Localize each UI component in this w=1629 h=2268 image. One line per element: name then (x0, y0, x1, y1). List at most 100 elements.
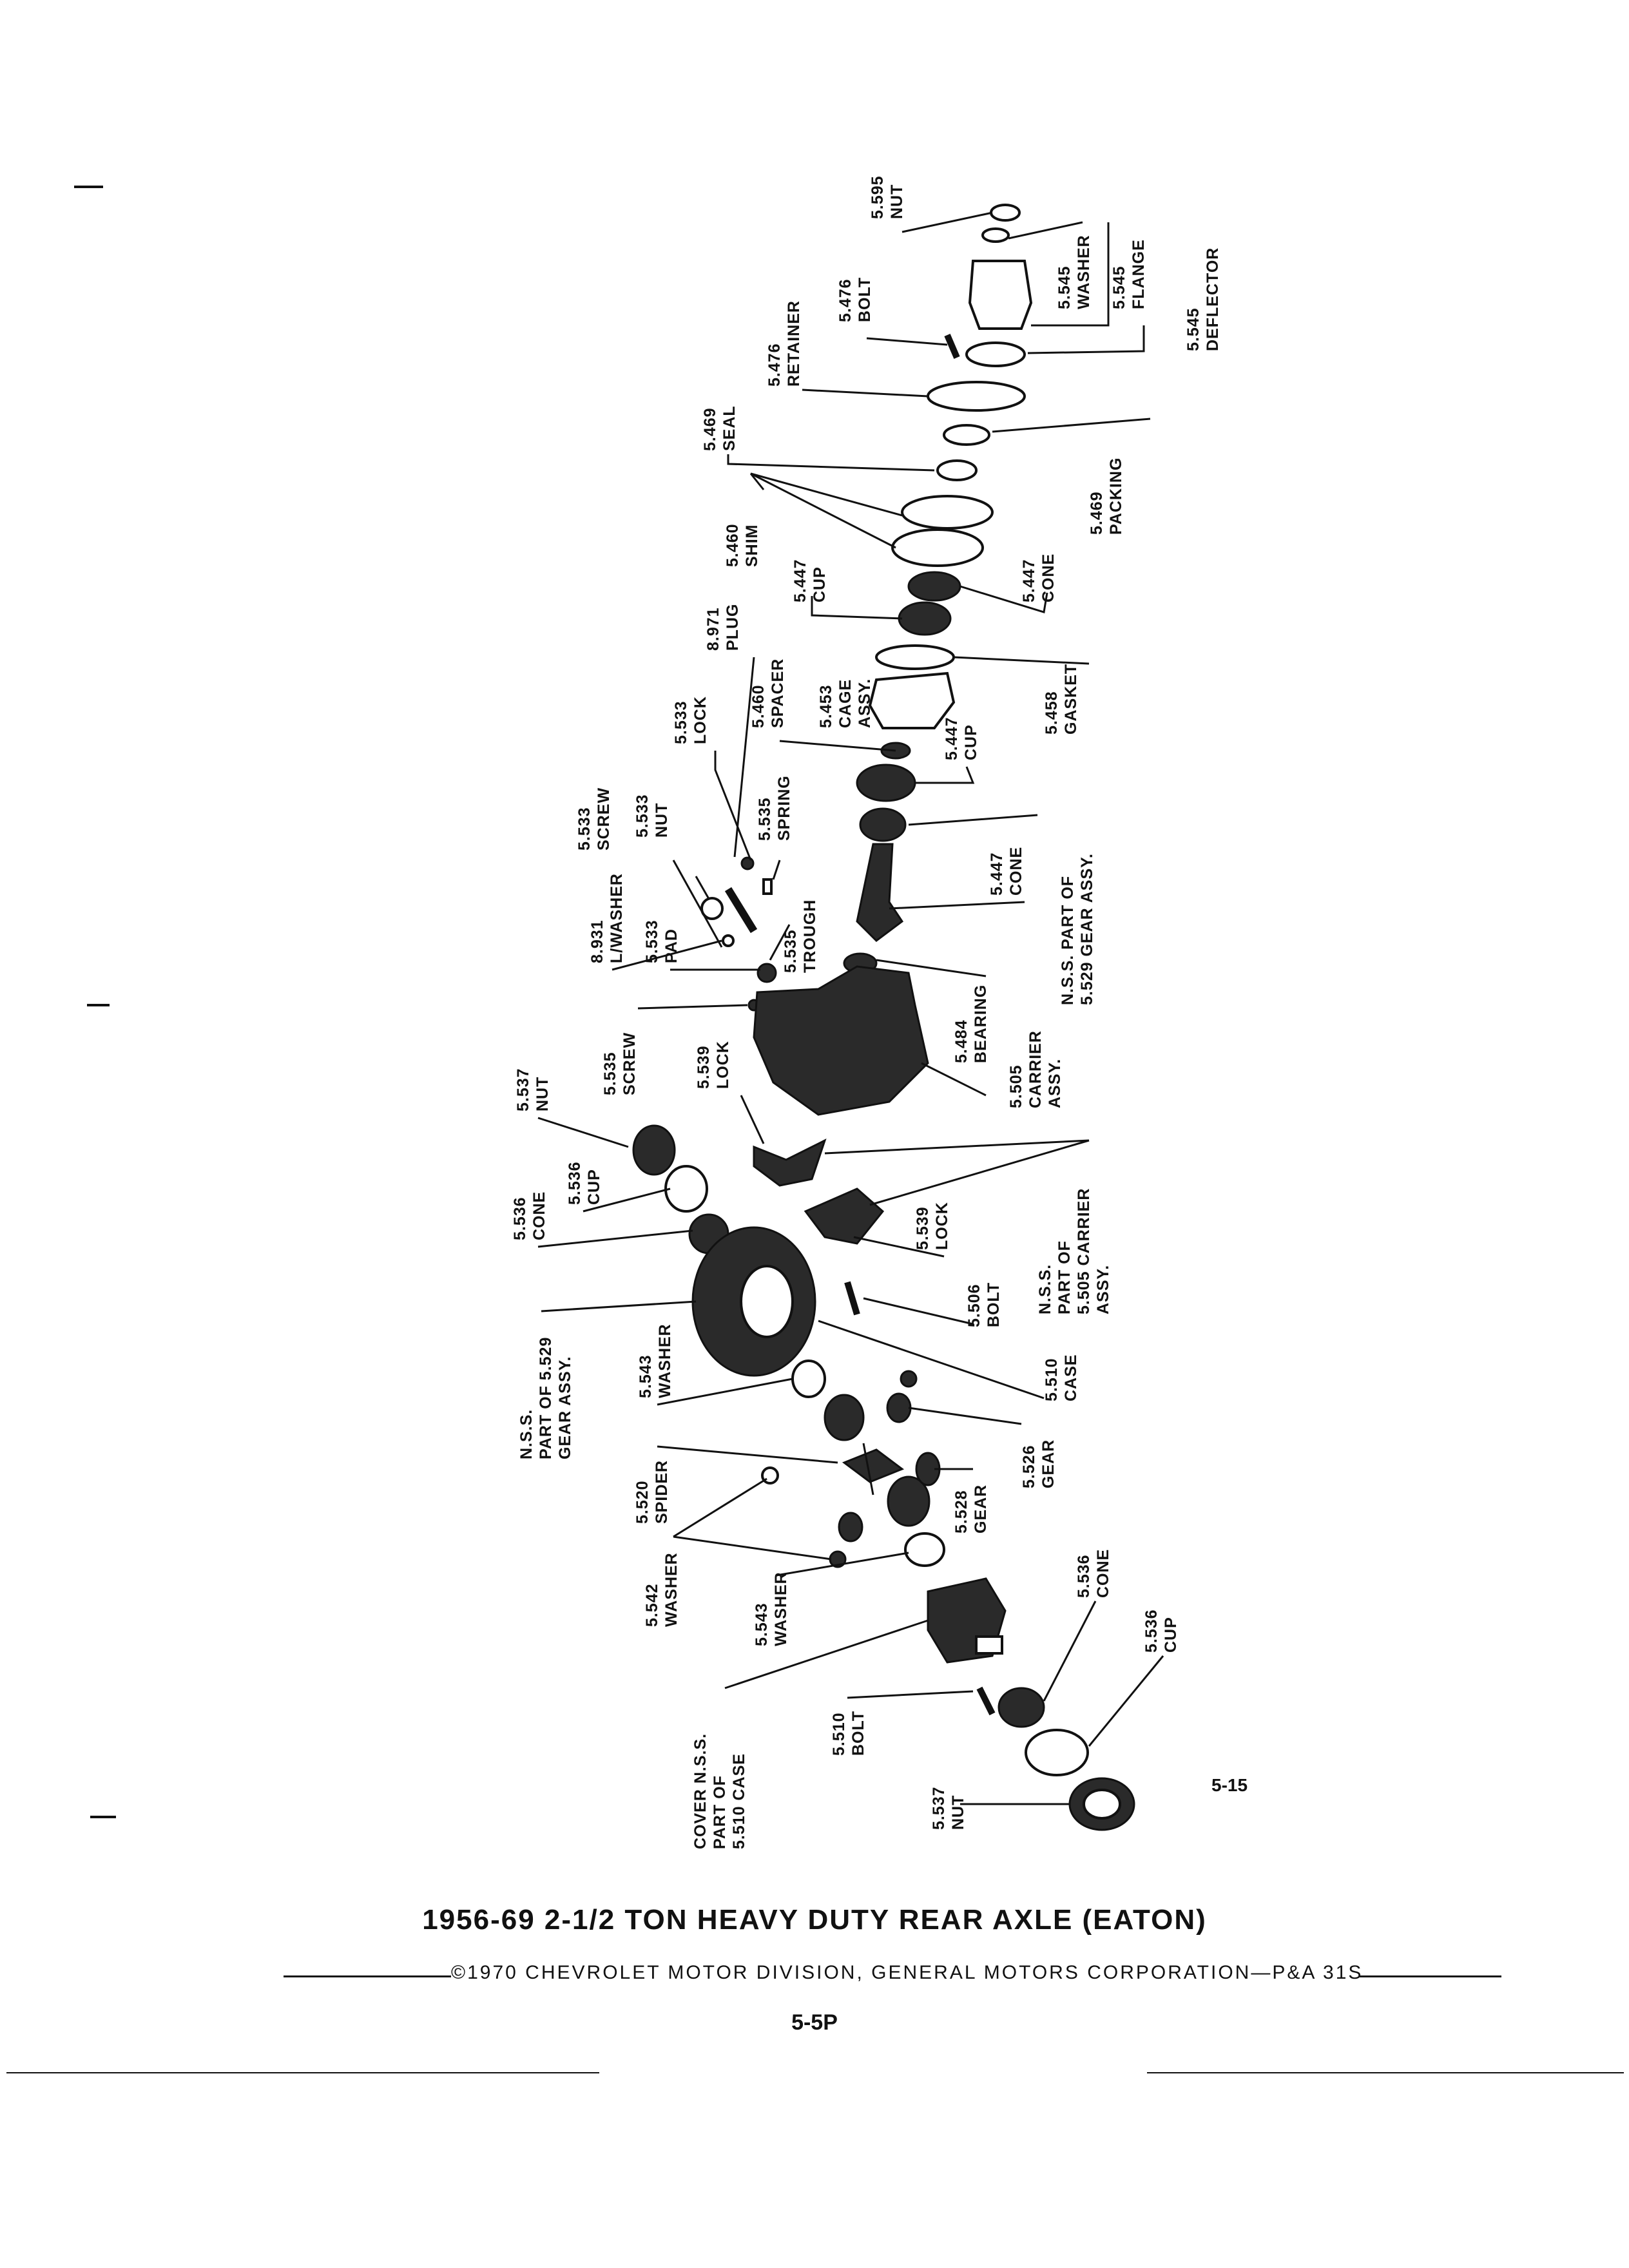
label-washer-5542: 5.542WASHER (643, 1552, 680, 1627)
lock-5539-part-a (753, 1139, 827, 1187)
case-cover-hub (975, 1635, 1003, 1655)
differential-assembly (632, 1124, 1135, 1831)
cone-5447-part-b (859, 807, 907, 842)
label-gasket-5458: 5.458GASKET (1043, 664, 1080, 735)
bottom-rule-left (6, 2072, 599, 2073)
label-case-5510: 5.510CASE (1043, 1354, 1080, 1401)
label-screw-5535: 5.535SCREW (601, 1032, 639, 1095)
nut-5595-part (990, 204, 1021, 222)
bottom-rule-right (1147, 2072, 1624, 2073)
nut-5537-part-a (632, 1124, 676, 1176)
figure-number: 5-15 (1211, 1775, 1248, 1795)
label-retainer-5476: 5.476RETAINER (766, 300, 803, 387)
label-nut-5595: 5.595NUT (869, 175, 906, 219)
screw-5533-part (724, 887, 758, 934)
gear-5528-part (887, 1475, 930, 1527)
shim-5460-part-b (891, 528, 984, 567)
label-gear-5528: 5.528GEAR (952, 1485, 990, 1533)
lwasher-8931-part (722, 934, 735, 947)
label-cone-5536-a: 5.536CONE (511, 1191, 548, 1240)
label-cone-5536-b: 5.536CONE (1075, 1549, 1112, 1598)
label-pad-5533: 5.533PAD (643, 919, 680, 963)
copyright-rule-right (1360, 1975, 1501, 1977)
cone-5536-part-b (998, 1687, 1045, 1728)
cup-5447-part-b (856, 764, 916, 802)
spider-5520-part (842, 1443, 905, 1495)
label-shim-5460: 5.460SHIM (724, 523, 761, 567)
label-seal-5469: 5.469SEAL (701, 405, 738, 451)
label-bolt-5476: 5.476BOLT (836, 277, 874, 322)
label-plug-8971: 8.971PLUG (704, 604, 742, 651)
label-cage-5453: 5.453CAGEASSY. (817, 678, 874, 728)
cup-5536-part-a (664, 1165, 708, 1213)
margin-marks (74, 186, 116, 1818)
label-lwasher-8931: 8.931L/WASHER (588, 873, 626, 963)
flange-5545-part (968, 260, 1033, 330)
label-cover-nss: COVER N.S.S.PART OF5.510 CASE (691, 1733, 748, 1849)
label-nut-5533: 5.533NUT (633, 794, 671, 838)
label-washer-5545: 5.545WASHER (1055, 235, 1093, 309)
pinion-gear-part (856, 843, 904, 942)
label-washer-5543-b: 5.543WASHER (753, 1571, 790, 1646)
bolt-5506-part (844, 1281, 860, 1316)
lock-5539-part-b (804, 1187, 885, 1245)
label-nss-ring: N.S.S.PART OF 5.529GEAR ASSY. (517, 1337, 574, 1459)
copyright-rule-left (284, 1975, 451, 1977)
cup-5536-part-b (1025, 1729, 1089, 1776)
pad-5533-part (757, 963, 777, 983)
spring-5535-part (762, 878, 773, 895)
page-title: 1956-69 2-1/2 TON HEAVY DUTY REAR AXLE (… (422, 1904, 1207, 1936)
label-spring-5535: 5.535SPRING (756, 775, 793, 841)
label-nss-carrier: N.S.S.PART OF5.505 CARRIERASSY. (1036, 1188, 1112, 1314)
side-gear-part (824, 1394, 865, 1441)
copyright-line: ©1970 CHEVROLET MOTOR DIVISION, GENERAL … (451, 1962, 1364, 1983)
packing-5469-part (943, 424, 990, 446)
differential-pinion-part (838, 1512, 863, 1542)
seal-5469-part (936, 459, 978, 481)
label-spider-5520: 5.520SPIDER (633, 1460, 671, 1524)
bolt-5476-part (944, 334, 960, 359)
carrier-5505-part (753, 965, 929, 1116)
label-flange-5545: 5.545FLANGE (1110, 239, 1148, 309)
gasket-5458-part (875, 644, 955, 670)
retainer-5476-part (927, 381, 1026, 412)
label-bolt-5506: 5.506BOLT (965, 1282, 1003, 1327)
ring-gear-hub (740, 1265, 794, 1338)
label-nss-pinion: N.S.S. PART OF5.529 GEAR ASSY. (1059, 853, 1096, 1005)
bolt-5510-part (976, 1686, 996, 1716)
label-screw-5533: 5.533SCREW (575, 787, 613, 850)
label-lock-5533: 5.533LOCK (672, 696, 709, 744)
label-cone-5447-b: 5.447CONE (988, 847, 1025, 896)
shim-5460-part-a (901, 495, 994, 530)
washer-5543-part-b (904, 1532, 945, 1567)
washer-5545-part (981, 227, 1010, 243)
carrier-assembly (753, 965, 929, 1316)
leader-lines (537, 211, 1164, 1805)
label-cup-5447-b: 5.447CUP (943, 716, 980, 760)
label-nut-5537-b: 5.537NUT (930, 1786, 967, 1830)
page-number: 5-5P (791, 2010, 838, 2035)
label-carrier-5505: 5.505CARRIERASSY. (1007, 1030, 1064, 1108)
plug-8971-part (740, 856, 755, 870)
label-deflector-5545: 5.545DEFLECTOR (1184, 247, 1222, 351)
label-cup-5536-a: 5.536CUP (566, 1161, 603, 1205)
deflector-5545-part (965, 341, 1026, 367)
label-cup-5536-b: 5.536CUP (1142, 1609, 1180, 1653)
washer-5543-part-a (791, 1360, 826, 1398)
label-bearing-5484: 5.484BEARING (952, 985, 990, 1063)
cage-5453-part (868, 671, 956, 729)
label-cup-5447-a: 5.447CUP (791, 559, 829, 602)
cone-5447-part-a (907, 571, 961, 602)
callout-labels: 5.595NUT 5.545WASHER 5.545FLANGE 5.545DE… (511, 175, 1222, 1849)
cup-5447-part-a (898, 601, 952, 636)
label-washer-5543-a: 5.543WASHER (637, 1323, 674, 1398)
label-bolt-5510: 5.510BOLT (830, 1711, 867, 1756)
pinion-flange-group (843, 204, 1033, 974)
nut-5533-part (700, 897, 724, 920)
label-cone-5447-a: 5.447CONE (1020, 553, 1057, 602)
label-nut-5537-a: 5.537NUT (514, 1068, 552, 1111)
label-trough-5535: 5.535TROUGH (782, 899, 819, 973)
adjuster-small-parts (700, 856, 777, 1012)
pinion-washer-part (900, 1370, 918, 1388)
